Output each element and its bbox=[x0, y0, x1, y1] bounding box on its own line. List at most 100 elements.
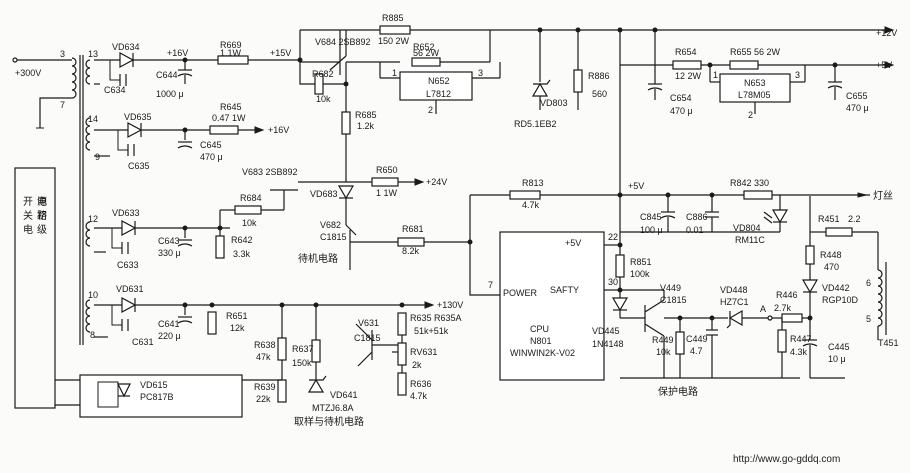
r685-value: 1.2k bbox=[357, 121, 375, 131]
r886-value: 560 bbox=[592, 89, 607, 99]
vd803-value: RD5.1EB2 bbox=[514, 119, 557, 129]
cpu-power: POWER bbox=[503, 288, 538, 298]
r682-value: 10k bbox=[316, 94, 331, 104]
rail-5v-top: +5V bbox=[876, 60, 892, 70]
tpin-3: 3 bbox=[60, 49, 65, 59]
r655-label: R655 56 2W bbox=[730, 47, 781, 57]
n652-p2: 2 bbox=[428, 105, 433, 115]
r851-value: 100k bbox=[630, 269, 650, 279]
c641-label: C641 bbox=[158, 319, 180, 329]
cpu-model: WINWIN2K-V02 bbox=[510, 348, 575, 358]
vd442-value: RGP10D bbox=[822, 295, 859, 305]
r682-label: R682 bbox=[312, 69, 334, 79]
r447-value: 4.3k bbox=[790, 347, 808, 357]
rv631-label: RV631 bbox=[410, 347, 437, 357]
r638-value: 47k bbox=[256, 352, 271, 362]
vd615-label: VD615 bbox=[140, 380, 168, 390]
r638-label: R638 bbox=[254, 340, 276, 350]
r684-label: R684 bbox=[240, 193, 262, 203]
tpin-7: 7 bbox=[60, 100, 65, 110]
v682-value: C1815 bbox=[320, 232, 347, 242]
n653-label: N653 bbox=[744, 78, 766, 88]
line-16v-b: +16V VD635 C635 C645 470 μ R645 0.47 1W bbox=[94, 102, 289, 171]
t451-pin5: 5 bbox=[866, 314, 871, 324]
c643-value: 330 μ bbox=[158, 248, 181, 258]
primary-block: 开关电源初级电路 bbox=[14, 167, 56, 409]
c445-value: 10 μ bbox=[828, 354, 846, 364]
vd635-label: VD635 bbox=[124, 112, 152, 122]
rail-16v-b: +16V bbox=[268, 125, 289, 135]
cpu-safty: SAFTY bbox=[550, 285, 579, 295]
r813-label: R813 bbox=[522, 178, 544, 188]
rail-16v-a: +16V bbox=[167, 48, 188, 58]
vd634-label: VD634 bbox=[112, 42, 140, 52]
r652-label: R652 bbox=[413, 42, 435, 52]
vd631-label: VD631 bbox=[116, 284, 144, 294]
v682-label: V682 bbox=[320, 220, 341, 230]
r635-label: R635 bbox=[410, 313, 432, 323]
node-a: A bbox=[760, 304, 766, 314]
vd615-opto: VD615 PC817B bbox=[55, 374, 282, 418]
c643-label: C643 bbox=[158, 236, 180, 246]
n653-model: L78M05 bbox=[738, 90, 771, 100]
watermark: http://www.go-gddq.com bbox=[733, 454, 840, 465]
r637-value: 150k bbox=[292, 358, 312, 368]
r645-label: R645 bbox=[220, 102, 242, 112]
transformer: 3 7 13 14 9 12 10 8 +300V bbox=[12, 49, 100, 345]
tpin-8: 8 bbox=[90, 330, 95, 340]
c449-label: C449 bbox=[686, 334, 708, 344]
c644-label: C644 bbox=[156, 70, 178, 80]
primary-label: 开关电源初级电路 bbox=[23, 195, 47, 236]
r642-value: 3.3k bbox=[233, 249, 251, 259]
n652-label: N652 bbox=[428, 76, 450, 86]
c655-value: 470 μ bbox=[846, 103, 869, 113]
rail-24v: +24V bbox=[426, 177, 447, 187]
r635-value: 51k+51k bbox=[414, 326, 449, 336]
vd633-label: VD633 bbox=[112, 208, 140, 218]
c654-value: 470 μ bbox=[670, 106, 693, 116]
r451-label: R451 bbox=[818, 214, 840, 224]
r654-label: R654 bbox=[675, 47, 697, 57]
line-130v: +130V VD631 C631 C641 220 μ R651 12k R63… bbox=[94, 284, 463, 428]
rail-300v: +300V bbox=[15, 68, 41, 78]
vd641-label: VD641 bbox=[330, 390, 358, 400]
n652-model: L7812 bbox=[426, 89, 451, 99]
r681-value: 8.2k bbox=[402, 246, 420, 256]
r639-label: R639 bbox=[254, 382, 276, 392]
cpu-pin30: 30 bbox=[608, 277, 618, 287]
r635a-label: R635A bbox=[434, 313, 462, 323]
r842-label: R842 330 bbox=[730, 178, 769, 188]
tpin-10: 10 bbox=[88, 290, 98, 300]
r448-label: R448 bbox=[820, 250, 842, 260]
vd445-value: 1N4148 bbox=[592, 339, 624, 349]
r851-label: R851 bbox=[630, 257, 652, 267]
cpu-pin22: 22 bbox=[608, 232, 618, 242]
standby-label: 待机电路 bbox=[298, 252, 338, 265]
rail-15v: +15V bbox=[270, 48, 291, 58]
vd448-value: HZ7C1 bbox=[720, 297, 749, 307]
rv631-value: 2k bbox=[412, 360, 422, 370]
cpu-5v: +5V bbox=[565, 238, 581, 248]
t451-label: T451 bbox=[878, 338, 899, 348]
r448-value: 470 bbox=[824, 262, 839, 272]
cpu-n801: N801 bbox=[530, 336, 552, 346]
r636-label: R636 bbox=[410, 379, 432, 389]
c654-label: C654 bbox=[670, 93, 692, 103]
v631-value: C1815 bbox=[354, 333, 381, 343]
sampling-label: 取样与待机电路 bbox=[294, 415, 364, 428]
n653-p3: 3 bbox=[795, 70, 800, 80]
r685-label: R685 bbox=[355, 110, 377, 120]
r449-value: 10k bbox=[656, 347, 671, 357]
vd448-label: VD448 bbox=[720, 285, 748, 295]
cpu-pin7: 7 bbox=[488, 280, 493, 290]
rail-5v-b: +5V bbox=[628, 181, 644, 191]
r654-value: 12 2W bbox=[675, 71, 702, 81]
r885-value: 150 2W bbox=[378, 36, 410, 46]
r642-label: R642 bbox=[231, 235, 253, 245]
vd641-value: MTZJ6.8A bbox=[312, 403, 354, 413]
vd803-label: VD803 bbox=[540, 98, 568, 108]
cpu-section: R813 4.7k +5V +5V 22 30 7 POWER SAFTY CP… bbox=[469, 178, 870, 398]
r651-label: R651 bbox=[226, 311, 248, 321]
r446-label: R446 bbox=[776, 290, 798, 300]
